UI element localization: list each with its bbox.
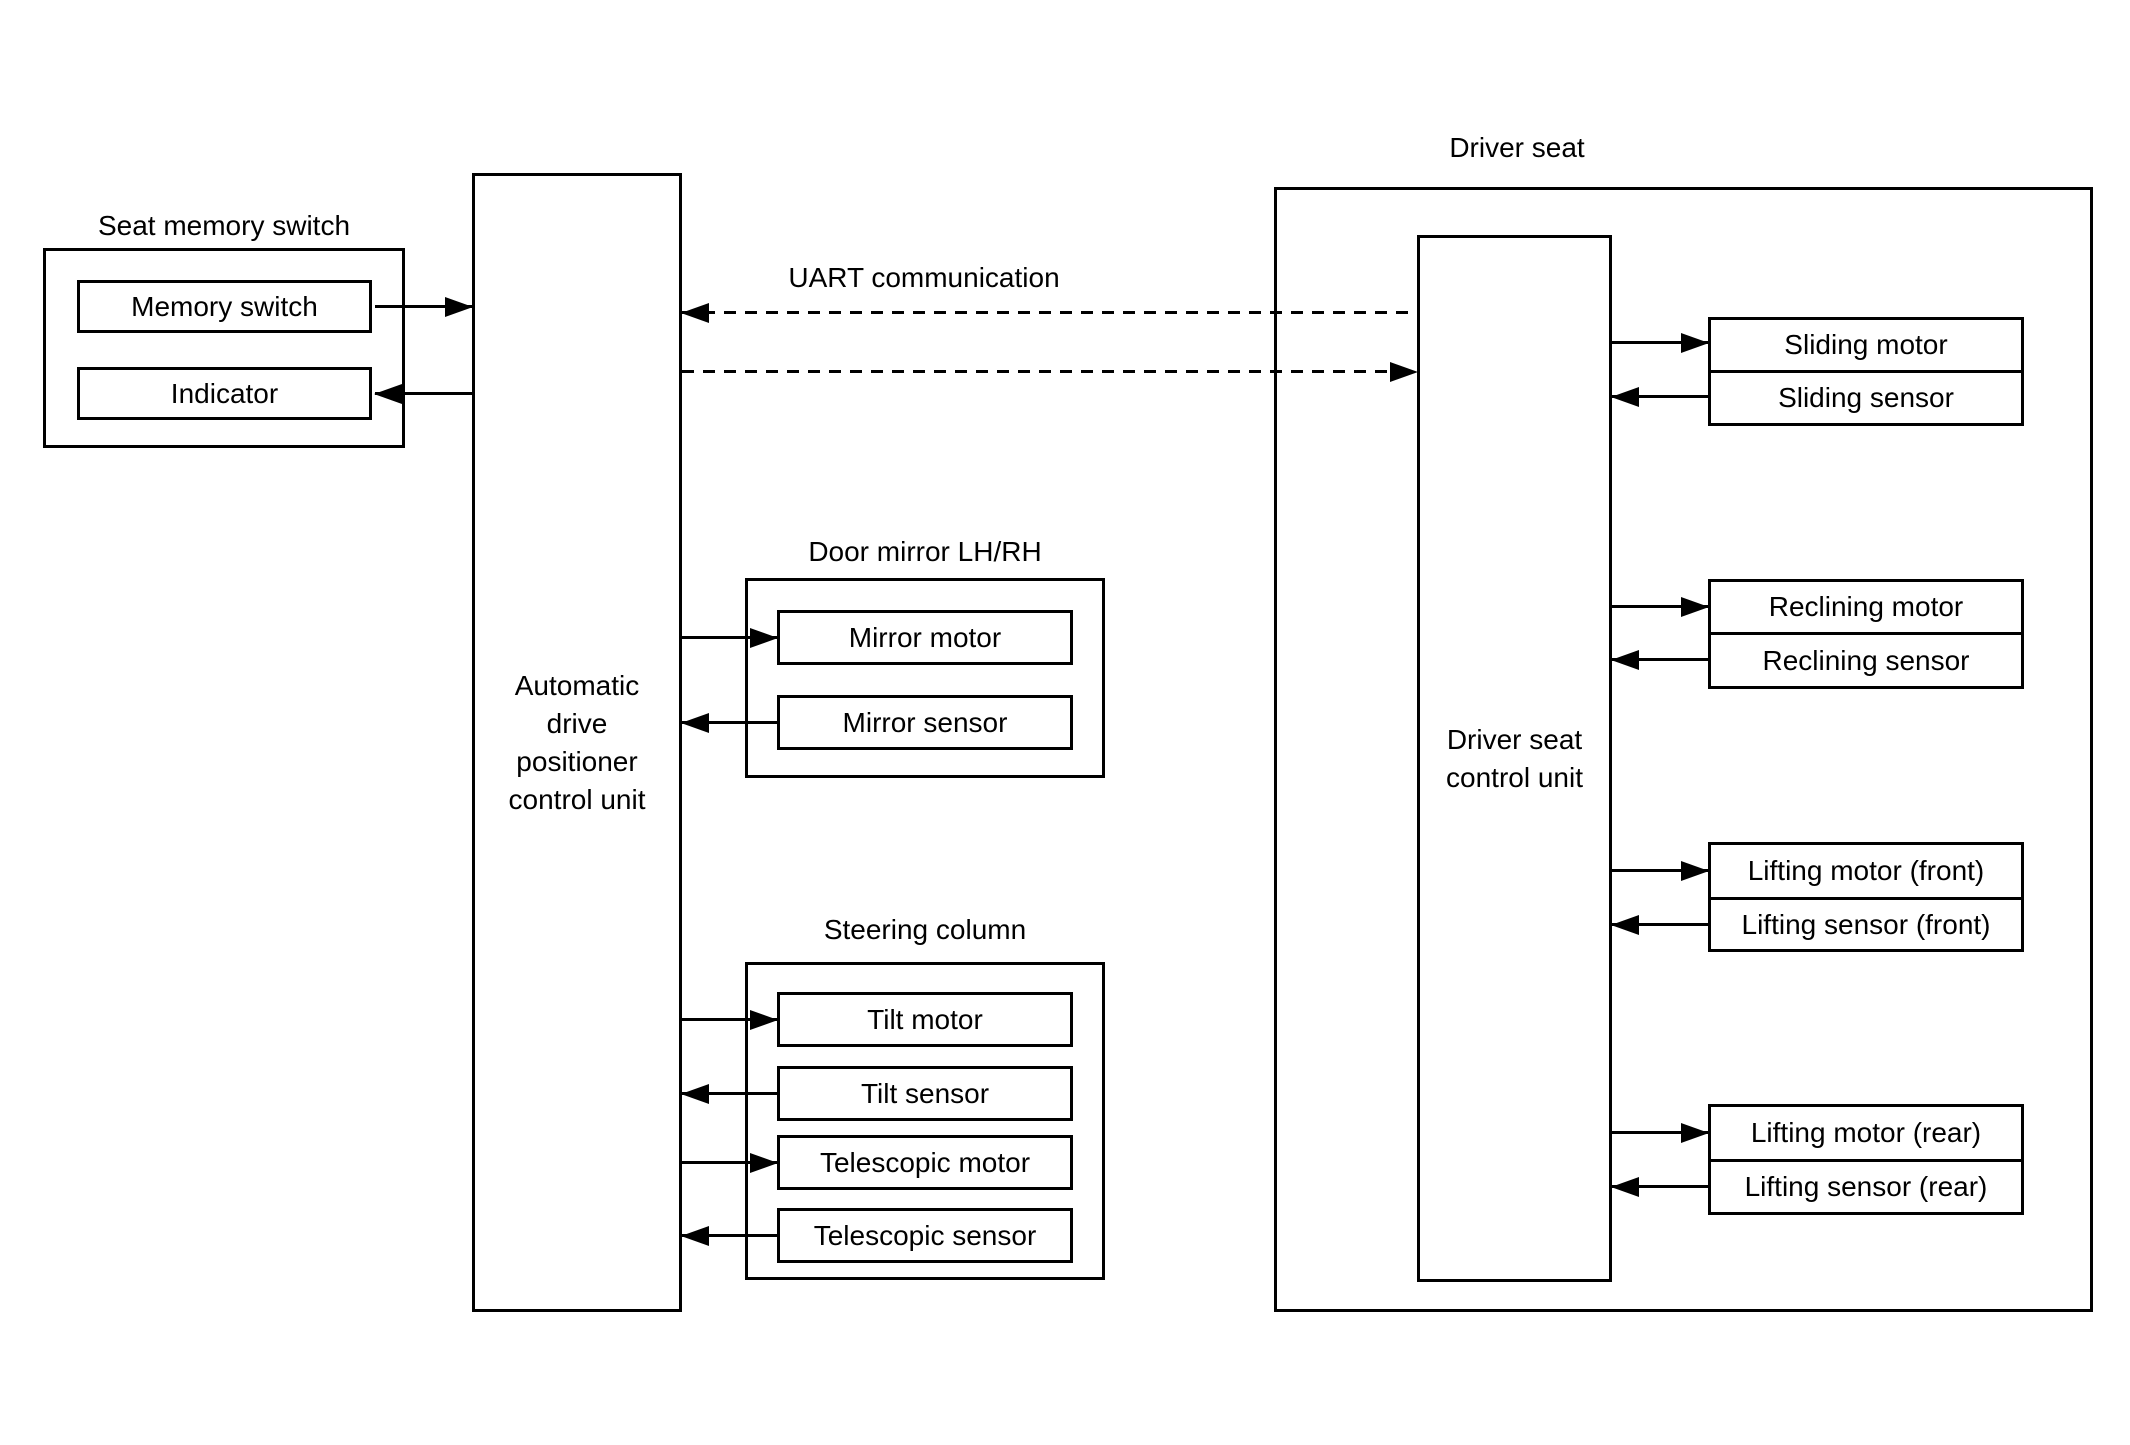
adp-control-unit-box: Automatic drive positioner control unit xyxy=(472,173,682,1312)
indicator-box: Indicator xyxy=(77,367,372,420)
arrow-dscu-to-lifting-motor-front xyxy=(1612,860,1709,881)
arrow-sliding-sensor-to-dscu xyxy=(1611,386,1708,407)
door-mirror-group-box xyxy=(745,578,1105,778)
seat-memory-switch-group-box xyxy=(43,248,405,448)
steering-column-group-box xyxy=(745,962,1105,1280)
arrow-reclining-sensor-to-dscu xyxy=(1611,649,1708,670)
telescopic-motor-box: Telescopic motor xyxy=(777,1135,1073,1190)
lifting-sensor-front-box: Lifting sensor (front) xyxy=(1708,897,2024,952)
telescopic-sensor-box: Telescopic sensor xyxy=(777,1208,1073,1263)
arrow-memory-switch-to-adp xyxy=(375,296,473,317)
memory-switch-box: Memory switch xyxy=(77,280,372,333)
arrow-lifting-sensor-front-to-dscu xyxy=(1611,914,1708,935)
uart-dashed-arrow-to-adp xyxy=(681,302,1417,323)
steering-column-title: Steering column xyxy=(823,914,1027,945)
arrow-adp-to-mirror-motor xyxy=(682,627,778,648)
arrow-adp-to-tilt-motor xyxy=(682,1009,778,1030)
driver-seat-group-box xyxy=(1274,187,2093,1312)
arrow-adp-to-telescopic-motor xyxy=(682,1152,778,1173)
lifting-motor-rear-box: Lifting motor (rear) xyxy=(1708,1104,2024,1162)
arrow-telescopic-sensor-to-adp xyxy=(681,1225,777,1246)
sliding-motor-box: Sliding motor xyxy=(1708,317,2024,373)
seat-memory-switch-title: Seat memory switch xyxy=(97,210,351,241)
arrow-dscu-to-reclining-motor xyxy=(1612,596,1709,617)
arrow-adp-to-indicator xyxy=(374,383,472,404)
lifting-sensor-rear-box: Lifting sensor (rear) xyxy=(1708,1159,2024,1215)
reclining-sensor-box: Reclining sensor xyxy=(1708,632,2024,689)
arrow-dscu-to-sliding-motor xyxy=(1612,332,1709,353)
driver-seat-title: Driver seat xyxy=(1449,132,1585,163)
arrow-tilt-sensor-to-adp xyxy=(681,1083,777,1104)
arrow-lifting-sensor-rear-to-dscu xyxy=(1611,1176,1708,1197)
sliding-sensor-box: Sliding sensor xyxy=(1708,370,2024,426)
tilt-sensor-box: Tilt sensor xyxy=(777,1066,1073,1121)
mirror-sensor-box: Mirror sensor xyxy=(777,695,1073,750)
arrow-dscu-to-lifting-motor-rear xyxy=(1612,1122,1709,1143)
lifting-motor-front-box: Lifting motor (front) xyxy=(1708,842,2024,900)
reclining-motor-box: Reclining motor xyxy=(1708,579,2024,635)
uart-dashed-arrow-to-dscu xyxy=(682,361,1418,382)
mirror-motor-box: Mirror motor xyxy=(777,610,1073,665)
arrow-mirror-sensor-to-adp xyxy=(681,712,777,733)
door-mirror-title: Door mirror LH/RH xyxy=(808,536,1042,567)
driver-seat-control-unit-box: Driver seat control unit xyxy=(1417,235,1612,1282)
uart-communication-label: UART communication xyxy=(788,262,1060,293)
tilt-motor-box: Tilt motor xyxy=(777,992,1073,1047)
